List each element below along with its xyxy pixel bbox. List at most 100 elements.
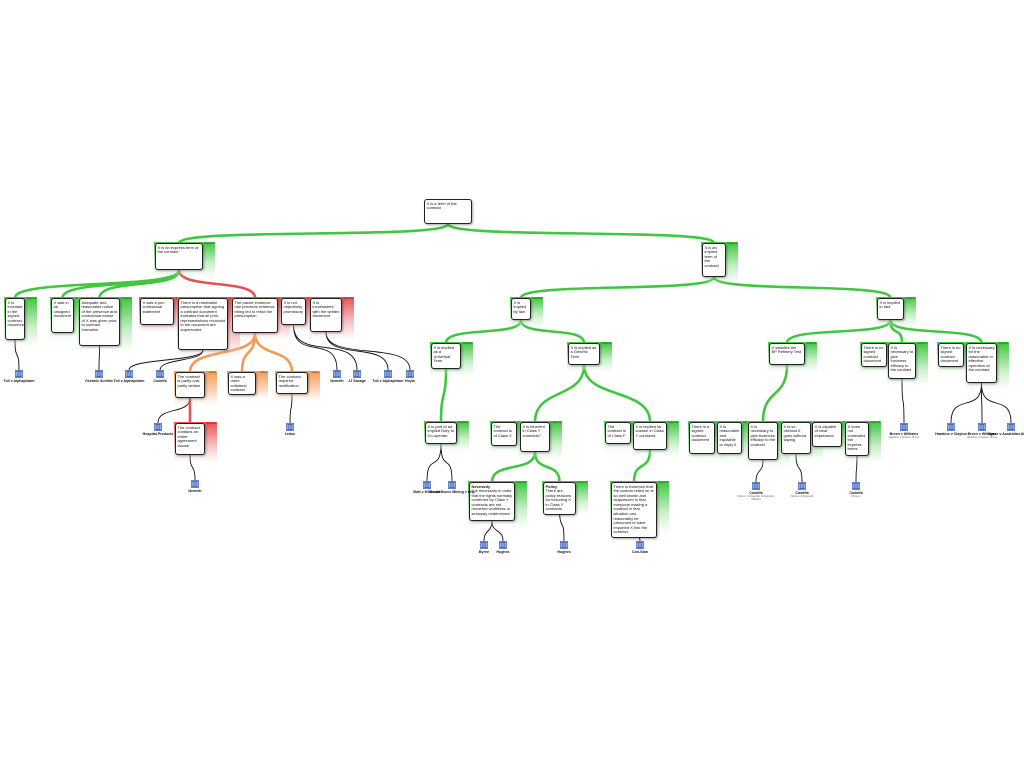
- case-law-icon: [154, 423, 162, 431]
- citation-name: Toll v Alphapharm: [372, 379, 404, 383]
- citation-c-nemeth2[interactable]: Nemeth: [314, 370, 360, 383]
- citation-c-con[interactable]: Con-Stan: [617, 541, 663, 554]
- claim-box-root[interactable]: X is a term of the contract: [424, 199, 472, 224]
- claim-box-partly[interactable]: The contract is partly oral, partly writ…: [175, 372, 205, 398]
- band-label: supports: [998, 342, 1008, 345]
- citation-name: Nemeth: [330, 379, 344, 383]
- claim-box-mere[interactable]: X was a mere collateral contract: [228, 372, 256, 396]
- claim-box-fact[interactable]: X is implied in fact: [877, 298, 904, 320]
- band-label: supports: [577, 481, 587, 484]
- claim-box-necess-bp[interactable]: X is necessary to give business efficacy…: [748, 422, 778, 460]
- band-label: rebuts: [311, 371, 319, 374]
- claim-box-nosig2[interactable]: There is no signed contract document: [938, 343, 964, 367]
- citation-c-leduc[interactable]: Leduc: [267, 423, 313, 436]
- citation-c-butt[interactable]: Butt v M'Donald: [404, 481, 450, 494]
- citation-c-byrne2[interactable]: Byrne v Australian Airlines: [988, 423, 1024, 436]
- citation-name: Leduc: [284, 432, 296, 436]
- citation-detail: Shires v Fitzgerald: [790, 495, 814, 498]
- claim-box-express[interactable]: X is an express term of the contract: [155, 243, 203, 270]
- citation-c-toll2[interactable]: Toll v Alphapharm: [106, 370, 152, 383]
- claim-box-classy[interactable]: The contract is of Class Y: [491, 422, 517, 446]
- citation-name: Oceanic Sunline: [85, 379, 113, 383]
- citation-c-oceanic[interactable]: Oceanic Sunline: [76, 370, 122, 383]
- claim-box-entire[interactable]: The contract contains an entire agreemen…: [175, 423, 205, 455]
- citation-c-hawkins[interactable]: Hawkins v Clayton: [928, 423, 974, 436]
- citation-c-hoyts[interactable]: Hoyts: [387, 370, 433, 383]
- claim-box-custom[interactable]: X is implied by custom in Class Y contra…: [633, 422, 667, 450]
- band-label: supports: [806, 342, 816, 345]
- claim-box-nosig1[interactable]: There is no signed contract document: [861, 343, 887, 367]
- case-law-icon: [947, 423, 955, 431]
- band-label: supports: [601, 342, 611, 345]
- case-law-icon: [636, 541, 644, 549]
- citation-c-hospital[interactable]: Hospital Products: [135, 423, 181, 436]
- claim-box-implied[interactable]: X is an implied term of the contract: [702, 243, 726, 277]
- claim-box-inconsistent[interactable]: X is inconsistent with the written docum…: [310, 298, 342, 332]
- claim-box-rebuttable[interactable]: There is a rebuttable presumption that s…: [178, 298, 228, 350]
- citation-c-codelfa[interactable]: Codelfa: [137, 370, 183, 383]
- claim-box-necess-op[interactable]: X is necessary for the reasonable or eff…: [966, 343, 997, 383]
- case-law-icon: [156, 370, 164, 378]
- claim-box-capable[interactable]: X is capable of clear expression: [812, 422, 842, 447]
- band-label: supports: [26, 297, 36, 300]
- case-law-icon: [286, 423, 294, 431]
- band-label: opposes: [343, 297, 353, 300]
- claim-box-precontract[interactable]: X was a pre-contractual statement: [140, 298, 174, 325]
- case-law-icon: [560, 541, 568, 549]
- claim-text: The contract is partly oral, partly writ…: [177, 373, 201, 388]
- claim-text: The contract is of Class Y: [493, 423, 512, 438]
- claim-box-inherent[interactable]: X is inherent in Class Y contracts?: [520, 422, 550, 452]
- citation-detail: Hawkins v Clayton, Byrne: [966, 436, 998, 439]
- connector: [981, 382, 983, 424]
- connector: [761, 363, 789, 424]
- citation-c-toll[interactable]: Toll v Alphapharm: [0, 370, 42, 383]
- claim-box-universal[interactable]: X is implied as a Universal Term: [431, 343, 461, 369]
- claim-box-obvious[interactable]: X is so obvious it goes without saying: [781, 422, 811, 454]
- claim-box-nosig3[interactable]: There is a signed contract document: [689, 422, 715, 454]
- claim-box-necess-eff[interactable]: X is necessary to give business efficacy…: [888, 343, 916, 379]
- citation-detail: Hawkins v Clayton, Byrne: [888, 436, 920, 439]
- claim-text: X is part of an implied Duty to Co-opera…: [427, 423, 454, 438]
- claim-box-reasonable[interactable]: X is reasonable and equitable to imply i…: [717, 422, 742, 454]
- claim-box-law[interactable]: X is implied by law: [511, 298, 531, 320]
- band-label: supports: [532, 297, 542, 300]
- citation-c-mount[interactable]: Mount Bruce Mining v Bhp: [429, 481, 475, 494]
- claim-box-notcontra[interactable]: X does not contradict the express terms: [845, 422, 869, 456]
- citation-c-hughes2[interactable]: Hughes: [541, 541, 587, 554]
- case-law-icon: [978, 423, 986, 431]
- claim-box-classf[interactable]: The contract is of Class F: [605, 422, 631, 444]
- citation-c-jj[interactable]: JJ Savage: [334, 370, 380, 383]
- claim-text: X is inherent in Class Y contracts?: [522, 423, 545, 438]
- claim-text: The contract required rectification: [278, 373, 301, 388]
- claim-box-duty-coop[interactable]: X is part of an implied Duty to Co-opera…: [425, 422, 457, 444]
- claim-box-notorious[interactable]: There is evidence that the custom relied…: [611, 482, 657, 538]
- claim-box-bp[interactable]: X satisfies the BP Refinery Test: [769, 343, 805, 365]
- citation-name: JJ Savage: [348, 379, 366, 383]
- claim-box-incl-signed[interactable]: X is included in the signed contract doc…: [5, 298, 25, 340]
- claim-text: There is no signed contract document: [863, 344, 884, 364]
- citation-name: Hughes: [557, 550, 571, 554]
- claim-box-parol[interactable]: The parole evidence rule prevents eviden…: [232, 298, 278, 333]
- band-label: supports: [905, 297, 915, 300]
- citation-c-hughes[interactable]: Hughes: [480, 541, 526, 554]
- claim-box-objective[interactable]: X is not objectively promissory: [281, 298, 306, 325]
- connector: [785, 318, 892, 345]
- citation-c-byrne[interactable]: Byrne: [461, 541, 507, 554]
- band-label: rebuts: [208, 371, 216, 374]
- claim-box-unsigned[interactable]: X was in an unsigned document: [51, 298, 74, 333]
- claim-box-notice[interactable]: Adequate and reasonable notice of the pr…: [79, 298, 120, 346]
- citation-c-nemeth[interactable]: Nemeth: [172, 480, 218, 493]
- claim-box-rectif[interactable]: The contract required rectification: [276, 372, 308, 394]
- citation-c-toll3[interactable]: Toll v Alphapharm: [365, 370, 411, 383]
- claim-box-generic[interactable]: X is implied as a Generic Term: [568, 343, 600, 365]
- claim-text: X is inconsistent with the written docum…: [312, 299, 340, 319]
- connector: [519, 275, 716, 300]
- band-label: supports: [658, 481, 668, 484]
